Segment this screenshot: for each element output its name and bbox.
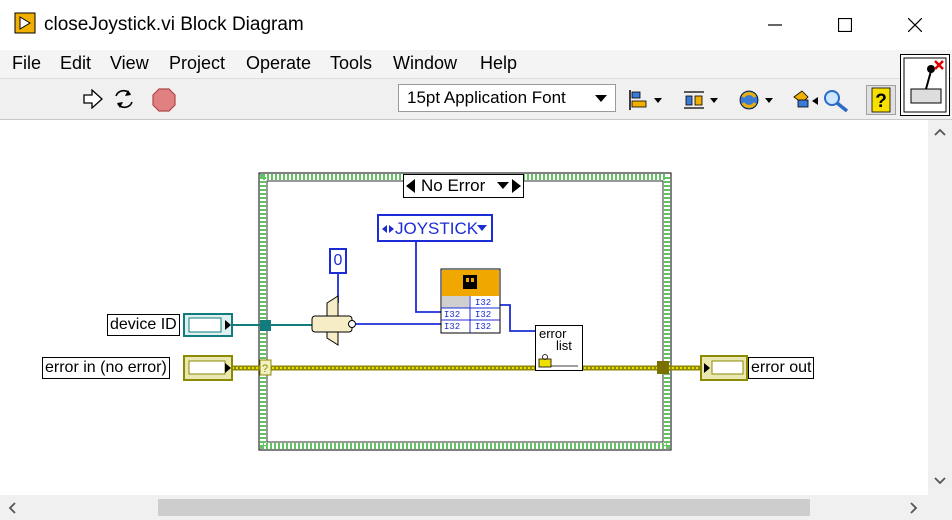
- tunnel-question-mark: ?: [262, 363, 268, 375]
- error-list-glyph-icon: [538, 354, 578, 368]
- joystick-enum-constant[interactable]: JOYSTICK: [377, 214, 493, 242]
- numeric-constant[interactable]: 0: [329, 248, 347, 274]
- distribute-objects-icon: [684, 91, 718, 109]
- scroll-left-icon[interactable]: [8, 502, 16, 514]
- error-list-line1: error: [539, 326, 567, 341]
- chevron-down-icon: [477, 225, 487, 231]
- error-list-subvi[interactable]: error list: [535, 325, 583, 371]
- stop-icon: [152, 88, 176, 112]
- horizontal-scrollbar[interactable]: [0, 495, 928, 520]
- font-dropdown[interactable]: 15pt Application Font: [398, 84, 616, 112]
- minimize-icon: [768, 24, 782, 26]
- numeric-wires[interactable]: [337, 241, 536, 332]
- cleanup-search-icon: [793, 90, 849, 113]
- horizontal-scroll-thumb[interactable]: [158, 499, 810, 516]
- labview-app-icon[interactable]: [14, 12, 36, 34]
- chevron-down-icon: [595, 95, 607, 102]
- close-button[interactable]: [880, 0, 950, 50]
- i32-label: I32: [475, 298, 492, 308]
- vertical-scrollbar[interactable]: [928, 120, 952, 495]
- menu-view[interactable]: View: [110, 53, 149, 73]
- run-button[interactable]: [82, 88, 104, 114]
- i32-label: I32: [444, 322, 461, 332]
- scroll-down-icon[interactable]: [934, 477, 946, 485]
- menu-help[interactable]: Help: [480, 53, 518, 73]
- abort-button[interactable]: [152, 88, 176, 117]
- error-in-terminal[interactable]: [183, 355, 233, 381]
- chevron-down-icon: [497, 182, 509, 189]
- scrollbar-corner: [928, 495, 952, 520]
- error-out-terminal[interactable]: [700, 355, 748, 381]
- align-objects-icon: [629, 90, 662, 110]
- device-id-terminal[interactable]: [183, 313, 233, 337]
- select-node[interactable]: [311, 295, 356, 346]
- scroll-right-icon[interactable]: [910, 502, 918, 514]
- enum-value: JOYSTICK: [395, 219, 479, 238]
- title-bar: [0, 0, 952, 50]
- wires-layer: ?: [183, 172, 748, 451]
- case-selector[interactable]: No Error: [403, 174, 524, 198]
- maximize-button[interactable]: [810, 0, 880, 50]
- menu-file[interactable]: File: [12, 53, 42, 73]
- device-id-tunnel[interactable]: [260, 320, 271, 331]
- help-icon: ?: [871, 87, 891, 113]
- reorder-icon: [739, 90, 773, 110]
- menu-bar: [0, 50, 952, 79]
- error-in-label[interactable]: error in (no error): [42, 357, 170, 379]
- font-dropdown-value: 15pt Application Font: [407, 88, 566, 107]
- window-title: closeJoystick.vi Block Diagram: [44, 14, 304, 35]
- device-id-label[interactable]: device ID: [107, 314, 180, 336]
- align-objects-button[interactable]: [628, 88, 666, 117]
- reorder-button[interactable]: [737, 88, 777, 117]
- maximize-icon: [838, 18, 852, 32]
- help-glyph: ?: [875, 91, 887, 112]
- i32-label: I32: [475, 310, 492, 320]
- menu-tools[interactable]: Tools: [330, 53, 373, 73]
- close-icon: [908, 18, 922, 32]
- run-arrow-icon: [83, 88, 103, 110]
- menu-window[interactable]: Window: [393, 53, 458, 73]
- context-help-button[interactable]: ?: [866, 85, 896, 115]
- cleanup-diagram-button[interactable]: [792, 87, 854, 118]
- menu-operate[interactable]: Operate: [246, 53, 312, 73]
- joystick-vi-icon: [903, 57, 947, 113]
- error-in-case-tunnel[interactable]: [259, 359, 272, 376]
- i32-label: I32: [475, 322, 492, 332]
- case-structure-outline: [258, 172, 672, 451]
- run-continuously-button[interactable]: [112, 88, 136, 115]
- case-selector-value: No Error: [421, 176, 486, 195]
- increment-arrow-icon: [512, 179, 521, 193]
- scroll-up-icon[interactable]: [934, 128, 946, 136]
- decrement-arrow-icon: [406, 179, 415, 193]
- enum-arrows-icon: [382, 225, 394, 233]
- i32-label: I32: [444, 310, 461, 320]
- menu-edit[interactable]: Edit: [60, 53, 92, 73]
- error-out-tunnel[interactable]: [657, 361, 669, 374]
- menu-project[interactable]: Project: [169, 53, 226, 73]
- joystick-subvi-node[interactable]: [440, 268, 501, 334]
- run-continuously-icon: [115, 89, 133, 109]
- distribute-objects-button[interactable]: [682, 88, 722, 117]
- error-out-label[interactable]: error out: [748, 357, 815, 379]
- vi-icon[interactable]: [900, 54, 950, 116]
- minimize-button[interactable]: [740, 0, 810, 50]
- error-list-line2: list: [556, 338, 572, 353]
